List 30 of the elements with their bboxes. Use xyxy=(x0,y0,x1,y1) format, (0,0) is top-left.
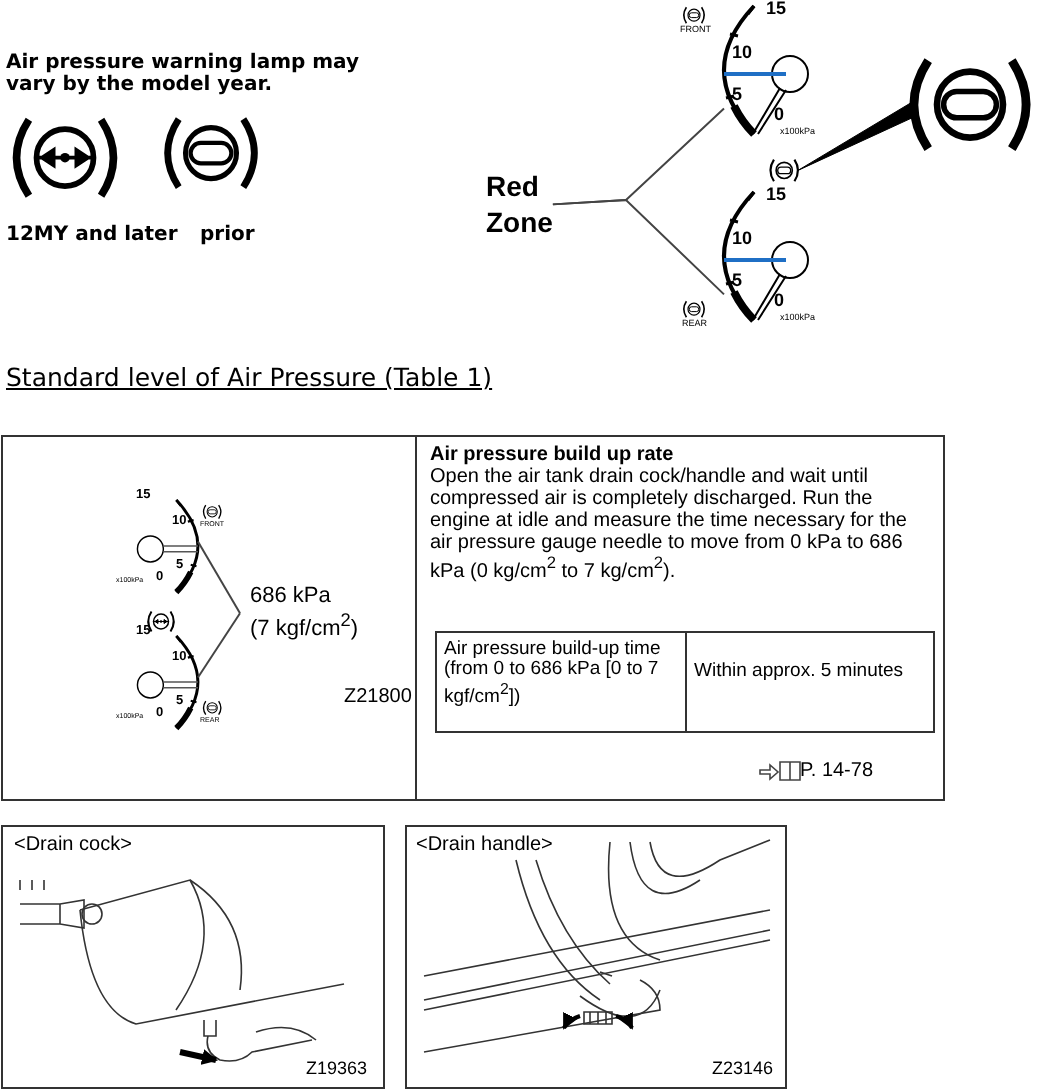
figure-code: Z23146 xyxy=(712,1060,774,1080)
caption-text: 12MY and later xyxy=(6,224,178,246)
heading: Air pressure build up rate xyxy=(430,444,674,466)
note-text: Air pressure warning lamp may vary by the model year. xyxy=(6,52,362,96)
warning-lamp-icon xyxy=(769,159,800,182)
section-title: Standard level of Air Pressure (Table 1) xyxy=(6,364,493,392)
page-reference: P. 14-78 xyxy=(800,760,874,782)
scale-number: 10 xyxy=(732,44,753,64)
scale-number: 0 xyxy=(774,292,785,312)
figure-code: Z19363 xyxy=(306,1060,368,1080)
scale-number: 5 xyxy=(732,86,743,106)
zone-label: Red Zone xyxy=(486,168,553,241)
table-text: Air pressure build-up time (from 0 to 686 kPa [0 to 7 kgf/cm$^{2}$]) xyxy=(444,640,663,709)
table-text: Within approx. 5 minutes xyxy=(694,662,906,683)
scale-number: 10 xyxy=(732,230,753,250)
figure-title: <Drain cock> xyxy=(14,834,132,856)
scale-number: 15 xyxy=(766,186,787,206)
scale-number: 0 xyxy=(774,106,785,126)
warning-lamp-icon xyxy=(909,58,1031,151)
figure-title: <Drain handle> xyxy=(416,834,553,856)
caption-text: prior xyxy=(200,224,255,246)
pressure-value: 686 kPa (7 kgf/cm$^{2}$) xyxy=(240,582,382,645)
leader-line xyxy=(551,198,725,296)
figure-code: Z21800 xyxy=(344,686,412,708)
leader-line xyxy=(196,612,241,679)
leader-line xyxy=(797,100,915,171)
leader-line xyxy=(196,540,241,615)
scale-number: 15 xyxy=(766,0,787,20)
scale-number: 5 xyxy=(732,272,743,292)
paragraph: Open the air tank drain cock/handle and wait until compressed air is completely discharged. Run the engine at idle and measure the time necessary for the air pressure gauge needle to move from 0 kPa to 686 kPa (0 kg/cm$^{2}$ to 7 kg/cm$^{2}$). xyxy=(430,466,909,583)
